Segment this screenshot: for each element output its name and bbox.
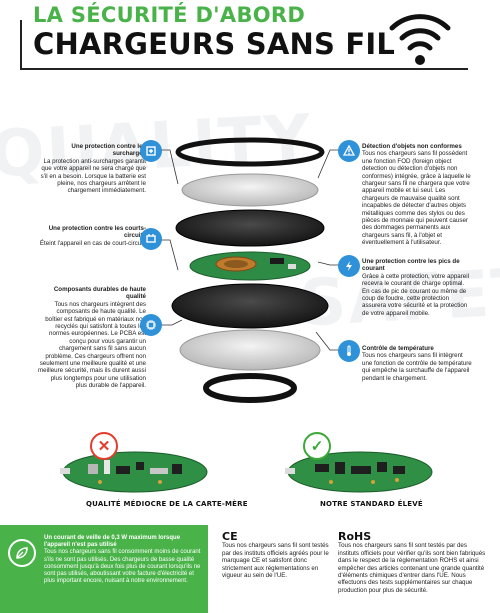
poor-quality-board-image [60, 451, 208, 493]
quality-components-icon [140, 314, 162, 336]
page-kicker: LA SÉCURITÉ D'ABORD [33, 3, 306, 27]
wireless-signal-icon [389, 14, 451, 65]
rohs-column: RoHS Tous nos chargeurs sans fil sont te… [338, 530, 488, 594]
poor-quality-label: QUALITÉ MÉDIOCRE DE LA CARTE-MÈRE [86, 500, 248, 508]
callout-surge-peak-heading: Une protection contre les pics de couran… [362, 258, 460, 273]
bottom-ring [203, 373, 297, 403]
bottom-cover [179, 329, 321, 371]
frame-line-vertical [20, 20, 22, 70]
ce-mark: CE [222, 530, 238, 543]
board-comparison: ✕ QUALITÉ MÉDIOCRE DE LA CARTE-MÈRE ✓ NO… [0, 432, 500, 522]
check-icon: ✓ [303, 432, 331, 460]
frame-line-horizontal [20, 68, 468, 70]
ce-column: CE Tous nos chargeurs sans fil sont test… [222, 530, 330, 580]
callout-temperature-heading: Contrôle de température [362, 345, 434, 352]
callout-short-circuit: Une protection contre les courts-circuit… [38, 225, 146, 247]
rohs-mark: RoHS [338, 530, 372, 543]
high-standard-label: NOTRE STANDARD ÉLEVÉ [320, 500, 423, 508]
cross-icon: ✕ [90, 432, 118, 460]
black-base [171, 283, 329, 329]
standby-power-heading: Un courant de veille de 0,3 W maximum lo… [44, 535, 181, 549]
standby-power-body: Tous nos chargeurs sans fil consomment m… [44, 549, 201, 585]
callout-quality-heading: Composants durables de haute qualité [53, 286, 146, 301]
charger-exploded-view [160, 137, 340, 403]
leaf-icon [8, 539, 36, 567]
callout-surge-peak: Une protection contre les pics de couran… [362, 258, 472, 317]
warning-icon [338, 140, 360, 162]
ce-body: Tous nos chargeurs sans fil sont testés … [222, 542, 329, 580]
callout-temperature-body: Tous nos chargeurs sans fil intègrent un… [362, 352, 472, 382]
callout-fod: Détection d'objets non conformes Tous no… [362, 143, 472, 247]
bottom-section: Un courant de veille de 0,3 W maximum lo… [0, 525, 500, 613]
high-standard-board-image [285, 451, 433, 493]
callout-short-circuit-heading: Une protection contre les courts-circuit… [48, 225, 146, 240]
callout-surge-peak-body: Grâce à cette protection, votre appareil… [362, 272, 469, 317]
callout-fod-heading: Détection d'objets non conformes [362, 143, 462, 150]
standby-power-text: Un courant de veille de 0,3 W maximum lo… [44, 535, 202, 585]
callout-temperature: Contrôle de température Tous nos chargeu… [362, 345, 472, 382]
lightning-icon [338, 255, 360, 277]
callout-quality: Composants durables de haute qualité Tou… [38, 286, 146, 390]
callout-short-circuit-body: Éteint l'appareil en cas de court-circui… [39, 239, 146, 247]
callout-quality-body: Tous nos chargeurs intègrent des composa… [38, 300, 146, 390]
top-cover [181, 173, 319, 207]
callout-surge-body: La protection anti-surcharges garantit q… [40, 157, 146, 195]
standby-power-box: Un courant de veille de 0,3 W maximum lo… [0, 525, 208, 613]
short-circuit-icon [140, 228, 162, 250]
callout-surge: Une protection contre les surcharges La … [38, 143, 146, 195]
black-plate [175, 209, 325, 247]
page-title: CHARGEURS SANS FIL [33, 27, 396, 61]
top-ring [175, 137, 325, 167]
rohs-body: Tous nos chargeurs sans fil sont testés … [338, 542, 486, 594]
thermometer-icon [338, 340, 360, 362]
callout-fod-body: Tous nos chargeurs sans fil possèdent un… [362, 150, 471, 247]
callout-surge-heading: Une protection contre les surcharges [71, 143, 146, 158]
surge-protection-icon [140, 140, 162, 162]
header: LA SÉCURITÉ D'ABORD CHARGEURS SANS FIL [0, 0, 500, 80]
